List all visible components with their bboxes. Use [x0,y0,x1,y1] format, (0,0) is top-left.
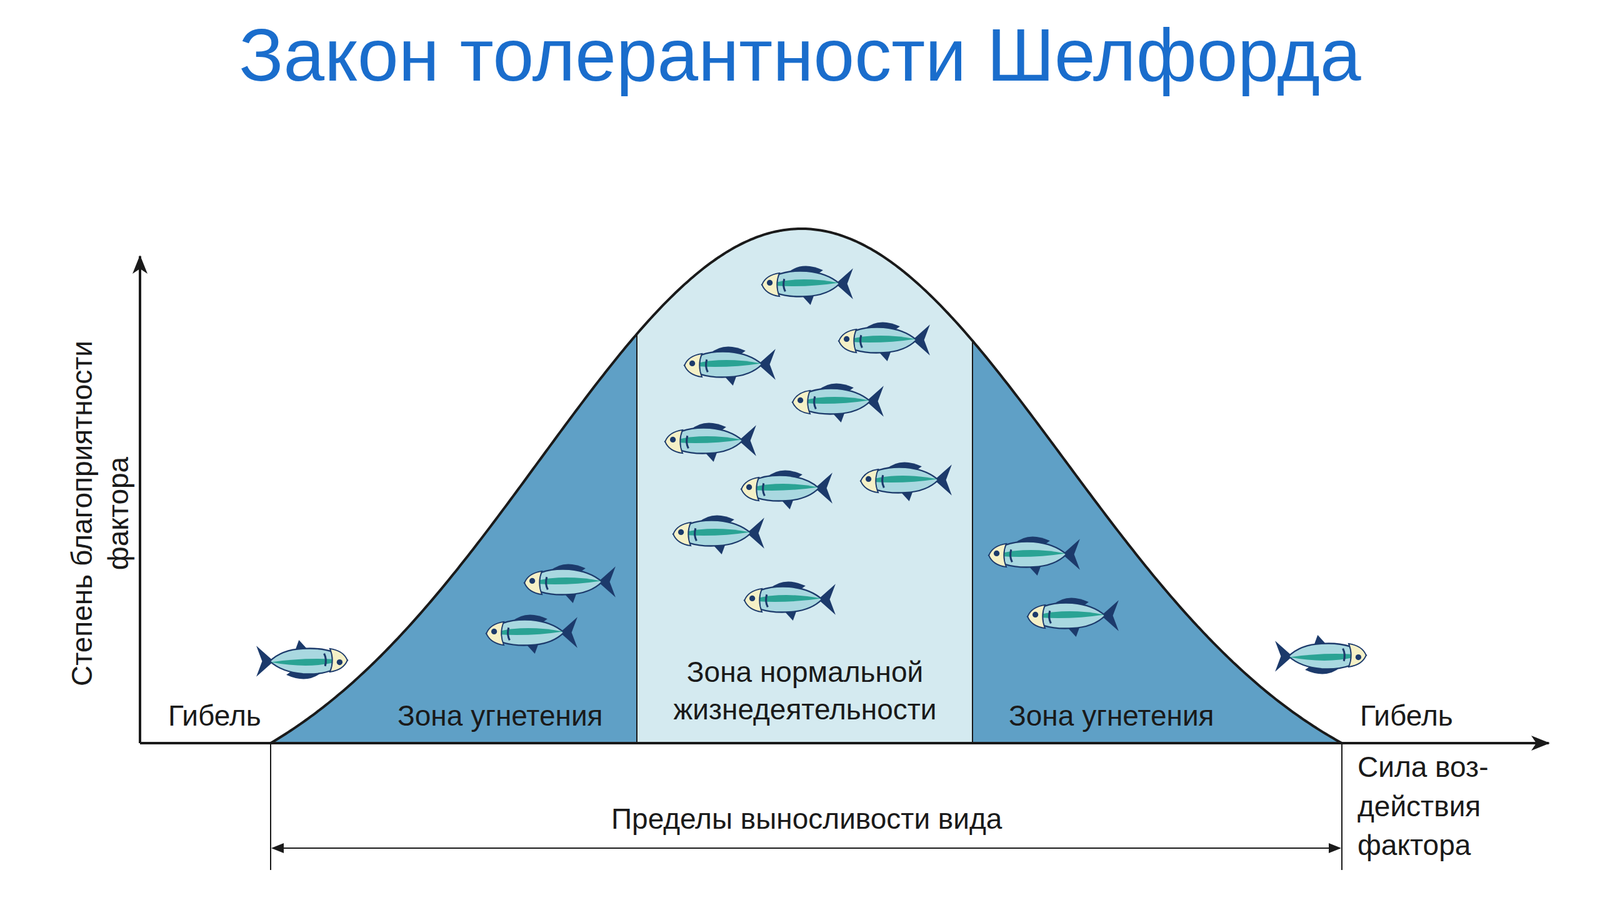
death-label: Гибель [168,698,262,735]
death-label: Гибель [1360,698,1454,735]
fish-icon [665,423,757,463]
fish-icon [256,640,348,680]
fish-icon [1027,598,1119,638]
fish-icon [486,615,578,655]
zone-label: Зона угнетения [1008,697,1215,735]
fish-icon [1275,635,1367,675]
y-axis-label: Степень благоприятности фактора [64,307,137,720]
fish-icon [524,564,616,604]
oppression-zone-band: Зона угнетения [1008,697,1215,735]
fish-icon [860,462,952,502]
fish-icon [988,536,1080,577]
zone-label: Зона угнетения [397,697,604,735]
diagram-title: Закон толерантности Шелфорда [0,11,1600,100]
tolerance-limits-label: Пределы выносливости вида [611,801,1002,838]
fish-icon [838,322,930,362]
normal-zone-band: Зона нормальной жизнедеятельности [639,653,971,729]
fish-icon [741,470,833,510]
zone-label: Зона нормальной жизнедеятельности [639,653,971,729]
x-axis-label: Сила воз- действия фактора [1357,747,1527,865]
fish-icon [761,266,854,306]
fish-icon [684,346,776,387]
fish-icon [744,581,836,622]
fish-icon [792,383,884,424]
fish-icon [673,515,765,555]
oppression-zone-band: Зона угнетения [397,697,604,735]
